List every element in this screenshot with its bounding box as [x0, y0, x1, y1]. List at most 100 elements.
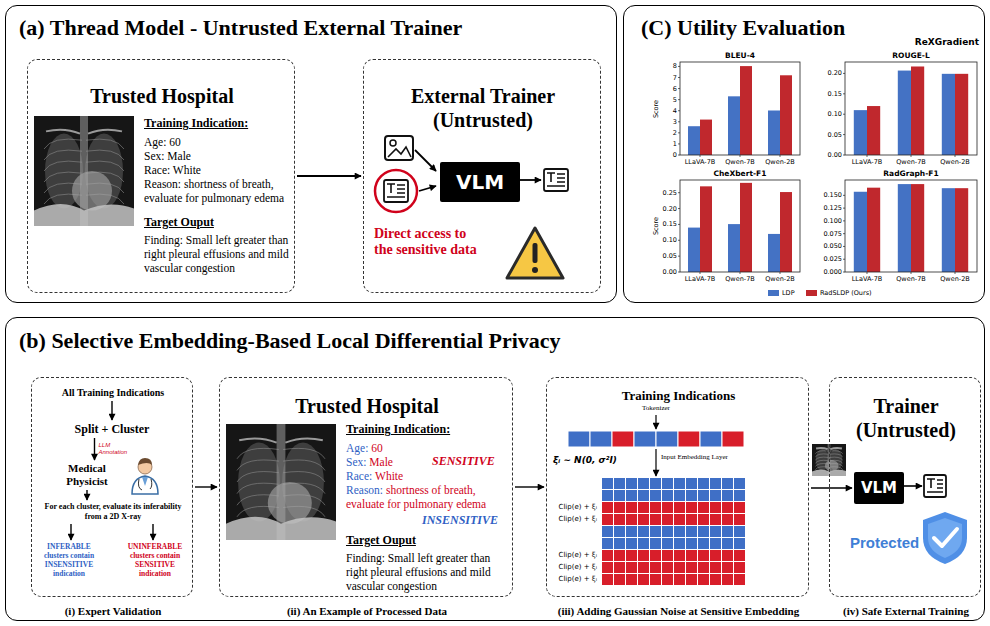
- embedding-cell: [734, 526, 745, 537]
- tick-mark: [867, 155, 868, 157]
- embedding-cell: [602, 550, 613, 561]
- image-icon: [385, 136, 413, 160]
- node-text: Protected: [850, 534, 919, 551]
- tick-mark: [911, 155, 912, 157]
- embedding-cell: [710, 526, 721, 537]
- model-box: VLM: [440, 162, 520, 202]
- category-label: Qwen-7B: [889, 158, 933, 166]
- document-icon: [384, 180, 408, 202]
- embedding-cell: [734, 478, 745, 489]
- tick-label: 6: [617, 85, 677, 93]
- embedding-cell: [638, 550, 649, 561]
- token: [634, 431, 656, 447]
- tick-mark: [780, 155, 781, 157]
- text-line: Training Indication:: [144, 116, 292, 131]
- arrow: [415, 150, 436, 171]
- text-column: For each cluster, evaluate its inferabil…: [40, 502, 186, 522]
- embedding-cell: [686, 526, 697, 537]
- text-line: (a) Thread Model - Untrusted External Tr…: [19, 15, 609, 41]
- embedding-cell: [602, 538, 613, 549]
- text-line: Race:White: [346, 469, 508, 483]
- rib: [283, 460, 325, 470]
- row-label: Clip(e) + ξᵢ: [537, 515, 597, 524]
- embedding-cell: [710, 502, 721, 513]
- legend-swatch: [806, 290, 817, 296]
- embedding-cell: [710, 562, 721, 573]
- node-text: VLM: [861, 479, 897, 497]
- embedding-cell: [710, 490, 721, 501]
- node-text: Trusted Hospital: [295, 395, 439, 417]
- node-text: Race: White: [144, 164, 201, 176]
- category-label: LLaVA-7B: [845, 158, 889, 166]
- text-line: Finding: Small left greater than right p…: [346, 551, 508, 593]
- tick-mark: [678, 110, 680, 111]
- flow-outcome: INFERABLE clusters contain INSENSITIVE i…: [36, 542, 102, 578]
- embedding-cell: [710, 574, 721, 585]
- tick-mark: [678, 224, 680, 225]
- flow-outcome: UNINFERABLE clusters contain SENSITIVE i…: [120, 542, 190, 578]
- embedding-cell: [698, 538, 709, 549]
- tick-mark: [678, 77, 680, 78]
- node-text: Age:: [346, 442, 368, 454]
- embedding-cell: [638, 478, 649, 489]
- tick-mark: [843, 220, 845, 221]
- token-row: [568, 431, 744, 447]
- text-column: All Training Indications: [37, 387, 189, 399]
- embedding-cell: [722, 526, 733, 537]
- tick-mark: [843, 233, 845, 234]
- xray-image: [34, 116, 134, 226]
- embedding-cell: [722, 514, 733, 525]
- embedding-cell: [626, 562, 637, 573]
- embedding-cell: [686, 502, 697, 513]
- embedding-cell: [638, 562, 649, 573]
- tick-label: 7: [617, 74, 677, 82]
- text-line: (C) Utility Evaluation: [641, 15, 941, 41]
- text-column: Trainer (Untrusted): [830, 394, 982, 442]
- bar: [854, 192, 867, 272]
- text-column: (iii) Adding Gaussian Noise at Sensitive…: [527, 604, 830, 618]
- text-column: ReXGradient: [886, 37, 979, 48]
- connector-arrow: [70, 524, 71, 540]
- chart-title: ROUGE-L: [845, 51, 977, 60]
- tick-mark: [678, 66, 680, 67]
- embedding-cell: [662, 502, 673, 513]
- text-line: Direct access to the sensitive data: [374, 226, 484, 258]
- embedding-cell: [662, 562, 673, 573]
- node-text: Reason:: [346, 484, 383, 496]
- node-text: INFERABLE clusters contain INSENSITIVE i…: [44, 542, 94, 578]
- embedding-cell: [662, 574, 673, 585]
- tick-label: 0.15: [617, 220, 677, 228]
- embedding-cell: [674, 538, 685, 549]
- embedding-cell: [674, 490, 685, 501]
- arrow: [904, 485, 922, 487]
- bar: [955, 74, 968, 155]
- embedding-cell: [650, 574, 661, 585]
- bar: [740, 66, 752, 155]
- row-label: Clip(e) + ξᵢ: [537, 563, 597, 572]
- embedding-cell: [626, 550, 637, 561]
- category-label: Qwen-2B: [933, 275, 977, 283]
- embedding-cell: [674, 562, 685, 573]
- clavicle: [88, 130, 122, 134]
- bar: [688, 126, 700, 155]
- diaphragm: [34, 204, 134, 226]
- step-label: Tokenizer: [626, 404, 686, 413]
- tick-label: 0.00: [782, 151, 842, 159]
- embedding-cell: [614, 490, 625, 501]
- rib: [830, 451, 843, 454]
- embedding-cell: [662, 526, 673, 537]
- embedding-cell: [734, 550, 745, 561]
- tick-label: 0.05: [617, 252, 677, 260]
- embedding-cell: [650, 478, 661, 489]
- document-icon: [924, 475, 946, 497]
- diaphragm: [226, 517, 336, 540]
- tick-label: 4: [617, 107, 677, 115]
- clavicle: [816, 448, 828, 449]
- clavicle: [285, 438, 322, 442]
- bar-chart: [843, 180, 977, 274]
- tick-label: 0.100: [782, 217, 842, 225]
- embedding-cell: [626, 502, 637, 513]
- node-text: Reason: shortness of breath, evaluate fo…: [144, 178, 284, 204]
- chart-frame: [845, 62, 977, 155]
- rib: [44, 139, 82, 149]
